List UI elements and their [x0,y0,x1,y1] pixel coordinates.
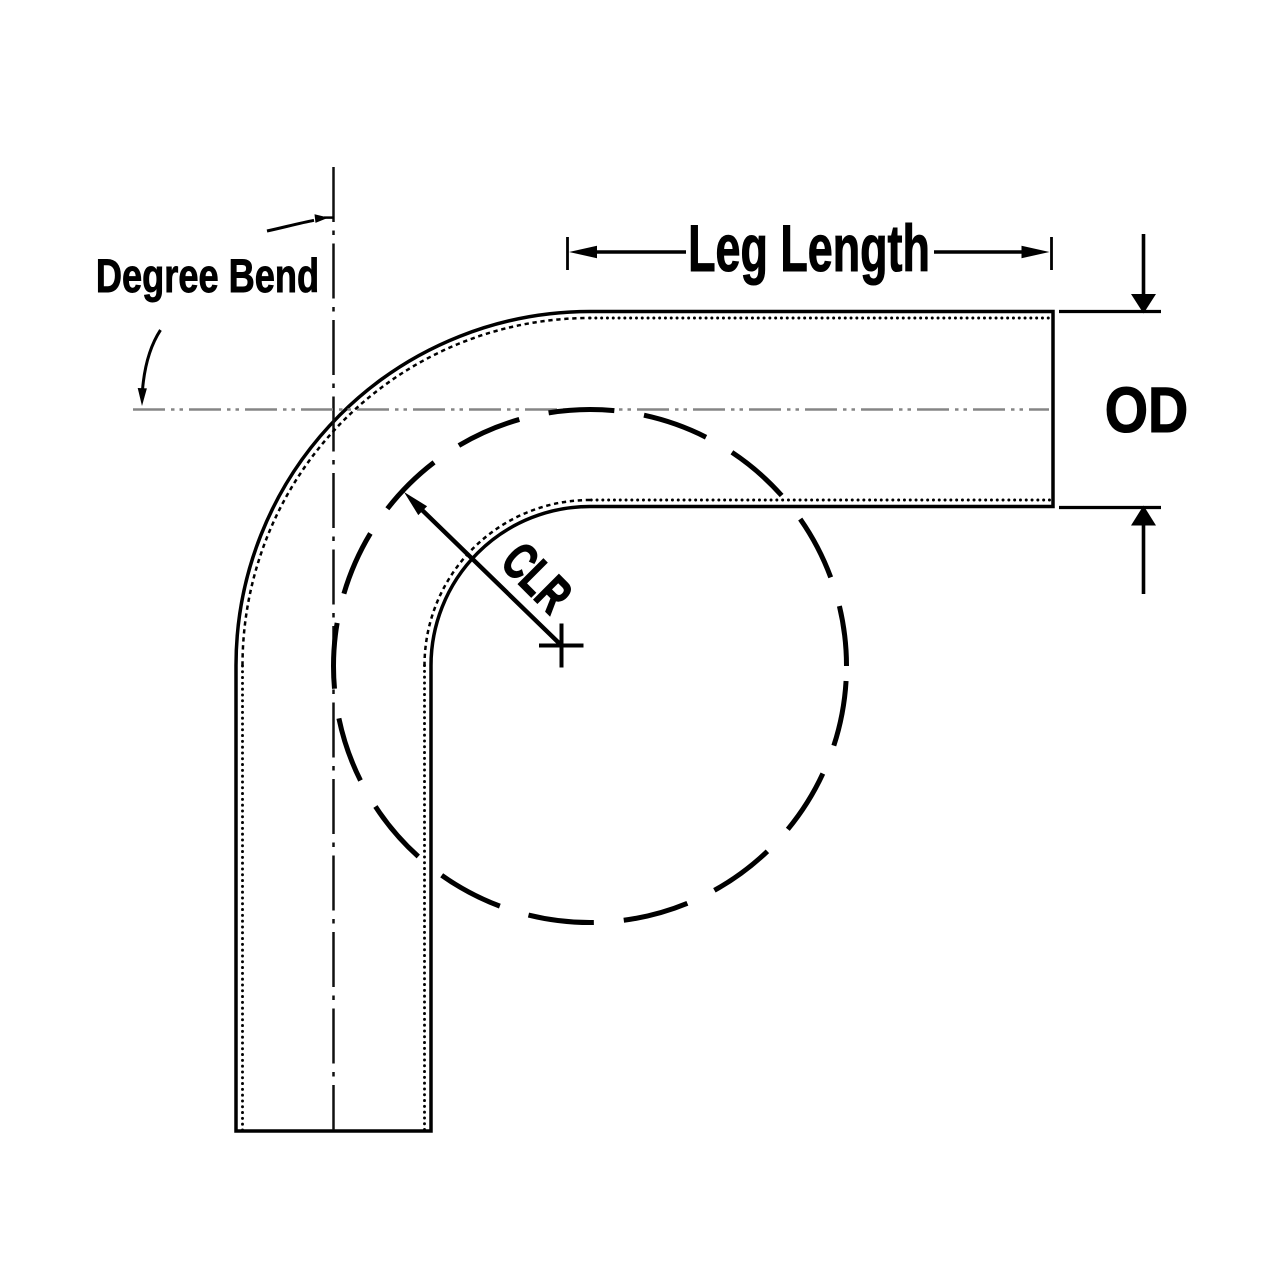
svg-text:OD: OD [1105,374,1188,445]
svg-text:Degree Bend: Degree Bend [96,249,319,302]
svg-text:Leg Length: Leg Length [688,211,930,285]
